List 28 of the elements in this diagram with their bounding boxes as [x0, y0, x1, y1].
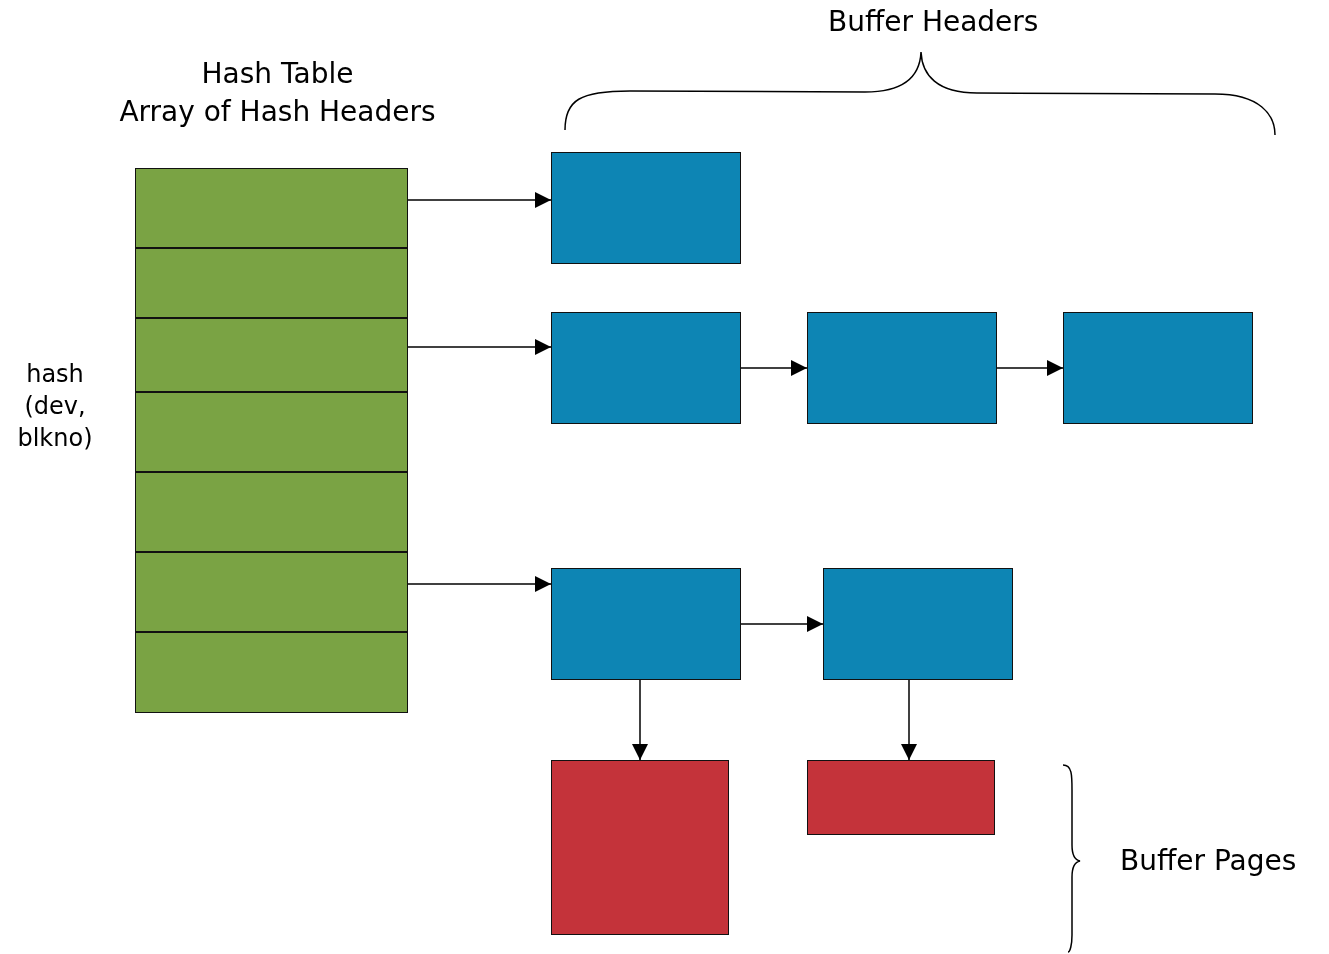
hash-bucket-cell	[135, 392, 408, 472]
hash-bucket-cell	[135, 632, 408, 713]
arrow	[901, 679, 917, 761]
buffer-header-box	[551, 568, 741, 680]
arrow	[632, 679, 648, 761]
arrow	[740, 360, 808, 376]
buffer-header-box	[551, 152, 741, 264]
hash-bucket-cell	[135, 318, 408, 392]
arrow	[740, 616, 824, 632]
buffer-header-box	[1063, 312, 1253, 424]
hash-bucket-cell	[135, 168, 408, 248]
buffer-page-box	[551, 760, 729, 935]
arrow	[407, 576, 552, 592]
table-subtitle: Array of Hash Headers	[118, 94, 437, 130]
buffer-header-box	[551, 312, 741, 424]
buffer-header-box	[823, 568, 1013, 680]
arrow	[996, 360, 1064, 376]
axis-label: hash (dev, blkno)	[16, 359, 94, 454]
group-label: Buffer Headers	[828, 5, 1040, 38]
hash-bucket-cell	[135, 472, 408, 552]
table-title: Hash Table	[200, 56, 355, 92]
hash-bucket-cell	[135, 248, 408, 318]
arrow	[407, 192, 552, 208]
hash-bucket-cell	[135, 552, 408, 632]
buffer-header-box	[807, 312, 997, 424]
arrow	[407, 339, 552, 355]
buffer-page-box	[807, 760, 995, 835]
group-label: Buffer Pages	[1120, 844, 1298, 877]
